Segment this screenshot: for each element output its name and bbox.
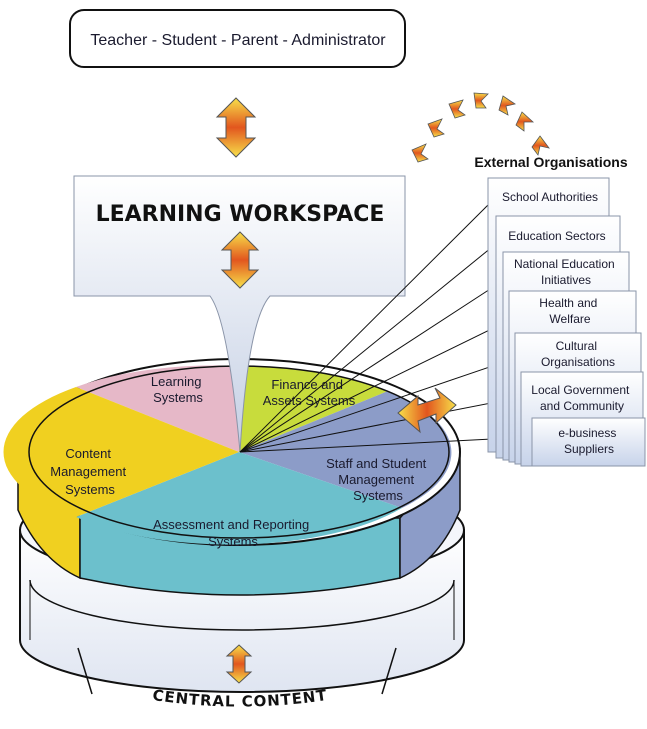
- base-arrow-icon: [225, 644, 253, 684]
- stakeholders-box: [69, 9, 406, 68]
- org-box-separators: [496, 215, 643, 419]
- workspace-arrow-icon: [220, 231, 260, 289]
- pie-disc: [3, 358, 461, 596]
- top-arrow-icon: [215, 97, 257, 158]
- external-organisations-title: External Organisations: [474, 154, 627, 170]
- org-label-e-business: e-business Suppliers: [558, 426, 619, 456]
- stakeholders-label: Teacher - Student - Parent - Administrat…: [90, 32, 386, 49]
- pie-label-learning-systems: Learning Systems: [151, 374, 205, 405]
- connector-lines: [239, 204, 533, 453]
- pie-label-staff-student: Staff and Student Management Systems: [326, 456, 430, 503]
- pie-label-content-management: Content Management Systems: [50, 446, 130, 497]
- external-link-arrow-icon: [397, 387, 457, 434]
- org-label-education-sectors: Education Sectors: [508, 229, 605, 243]
- pie-label-finance-assets: Finance and Assets Systems: [263, 377, 356, 408]
- org-label-health-welfare: Health and Welfare: [539, 296, 600, 326]
- org-label-school-authorities: School Authorities: [502, 190, 598, 204]
- external-arrows-icon: [411, 92, 550, 163]
- learning-workspace-title: LEARNING WORKSPACE: [96, 202, 385, 227]
- org-label-cultural: Cultural Organisations: [541, 339, 615, 369]
- pie-label-assessment-reporting: Assessment and Reporting Systems: [153, 517, 313, 549]
- org-label-national-education: National Education Initiatives: [514, 257, 618, 287]
- org-label-local-government: Local Government and Community: [531, 383, 632, 413]
